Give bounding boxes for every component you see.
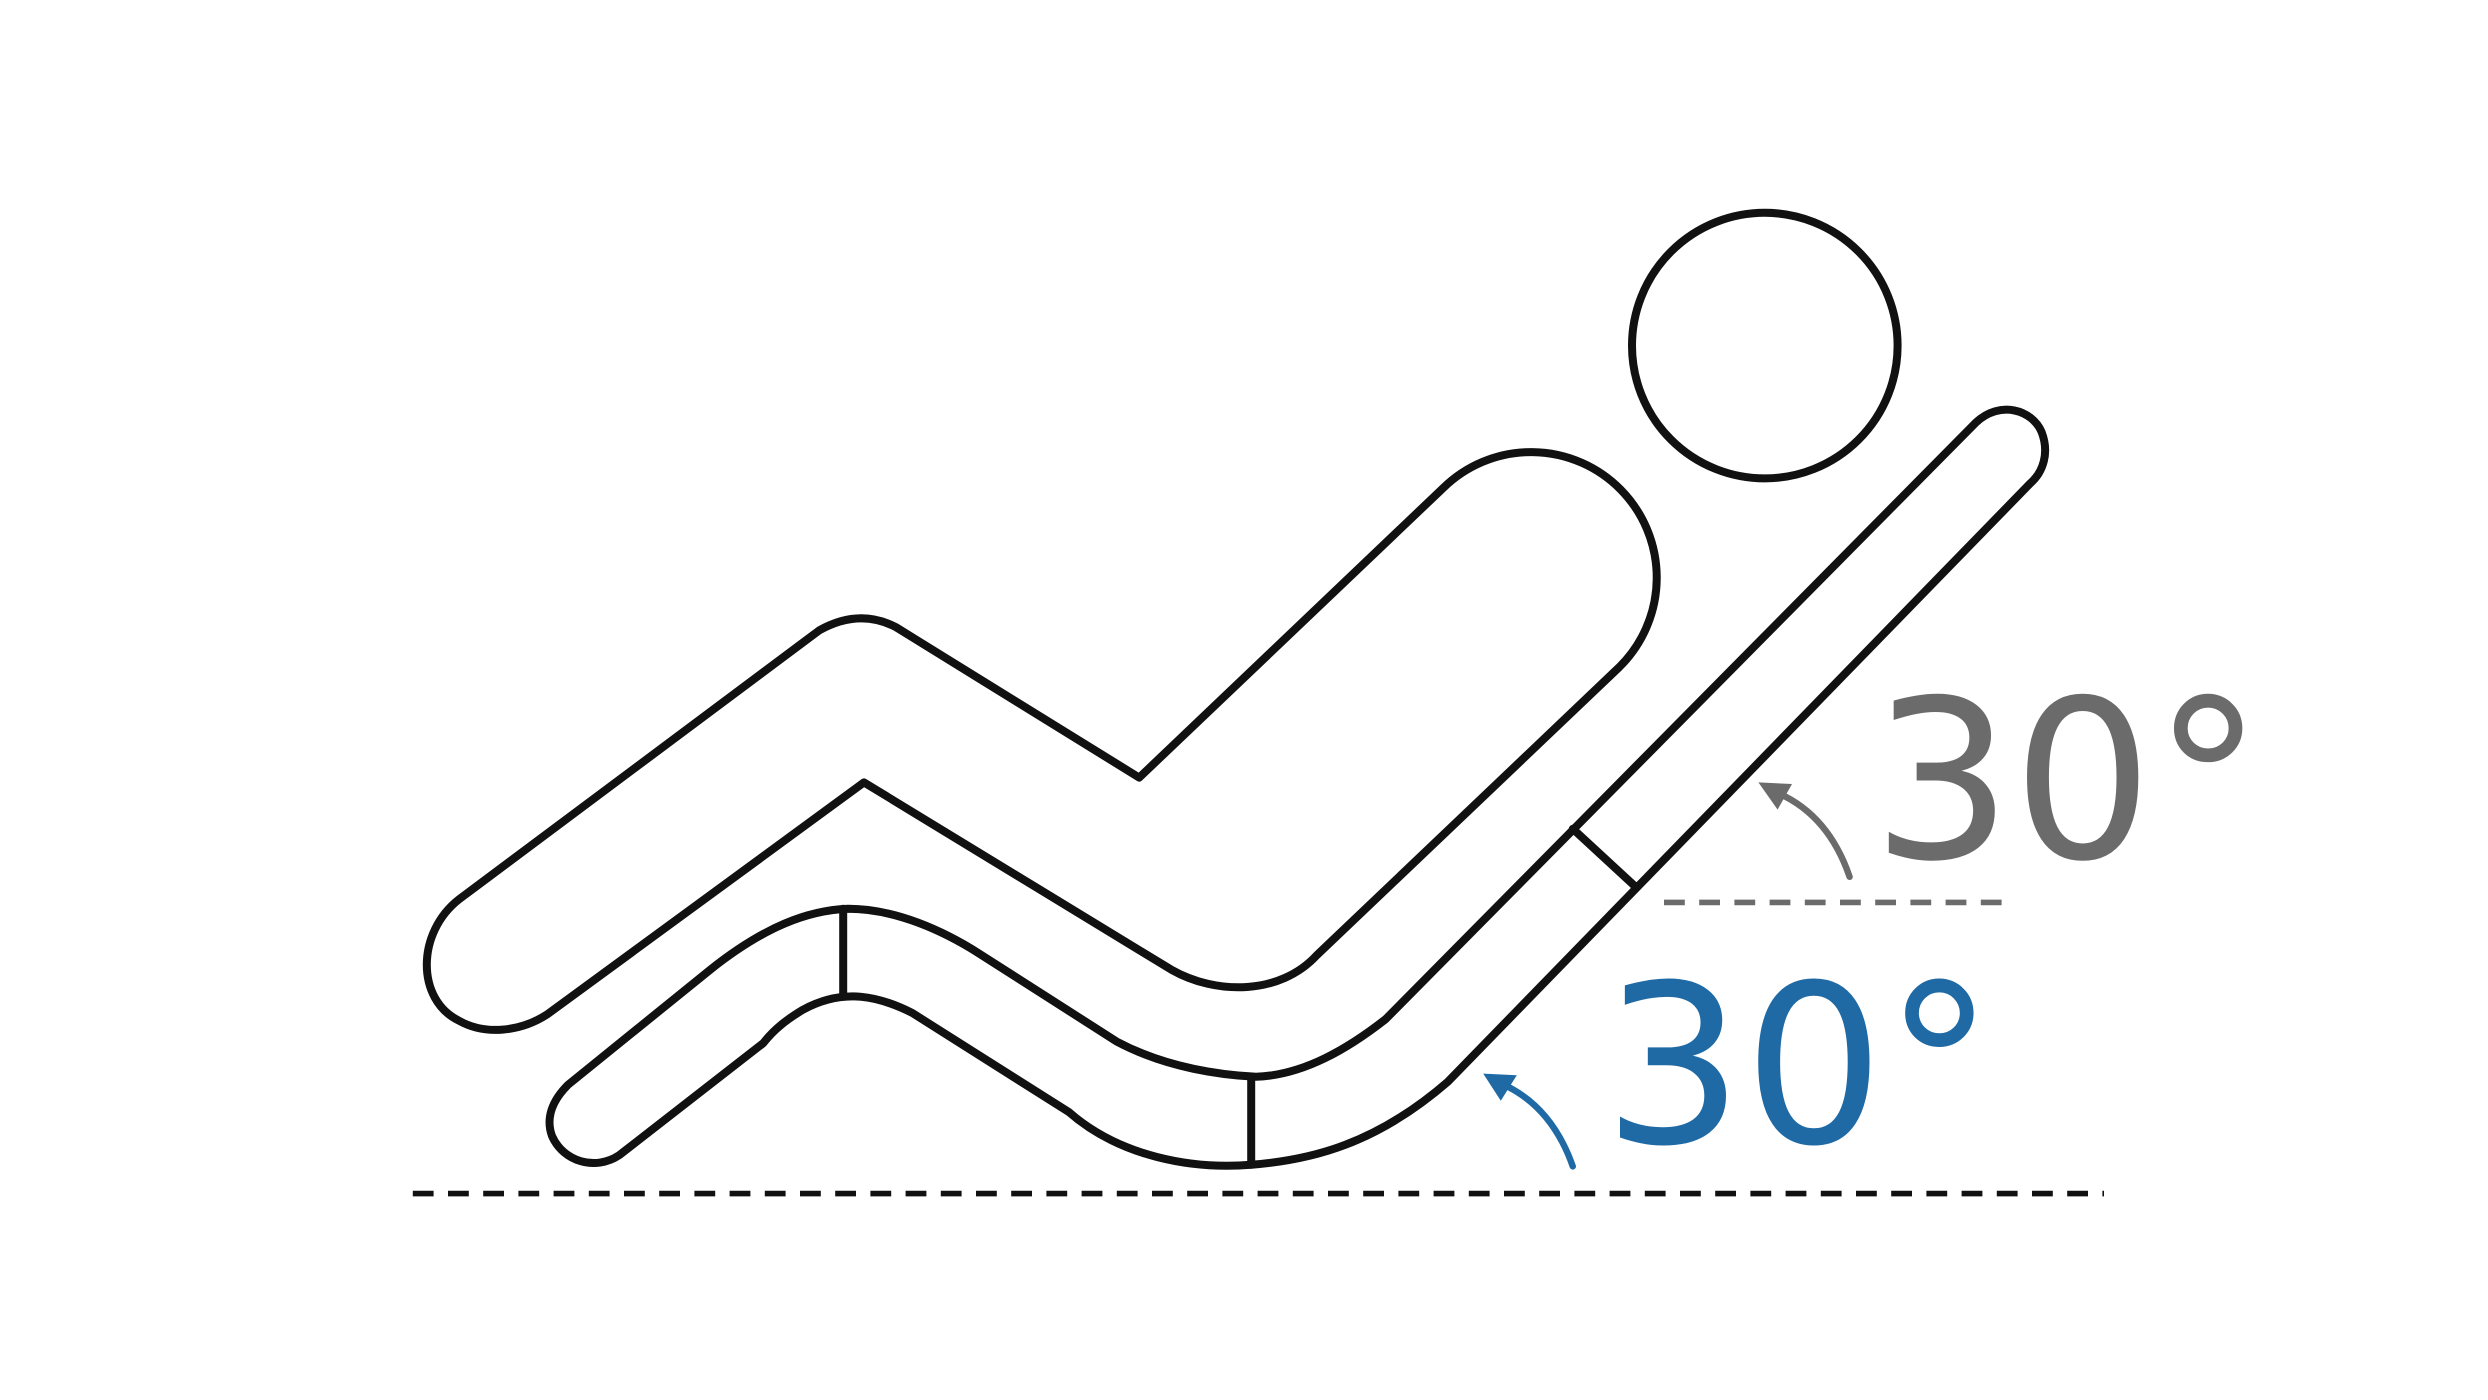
upper-arrowhead-icon bbox=[1758, 782, 1792, 810]
chair-divider-back bbox=[1568, 824, 1640, 891]
upper-angle-arrow bbox=[1776, 790, 1853, 881]
person-head bbox=[1628, 208, 1902, 483]
lower-angle-arrow bbox=[1500, 1081, 1577, 1170]
person-body bbox=[422, 448, 1661, 1034]
lower-arrowhead-icon bbox=[1483, 1073, 1517, 1101]
lower-angle-label: 30° bbox=[1603, 938, 1994, 1195]
reclining-chair bbox=[545, 405, 2050, 1170]
upper-angle-label: 30° bbox=[1872, 654, 2263, 911]
